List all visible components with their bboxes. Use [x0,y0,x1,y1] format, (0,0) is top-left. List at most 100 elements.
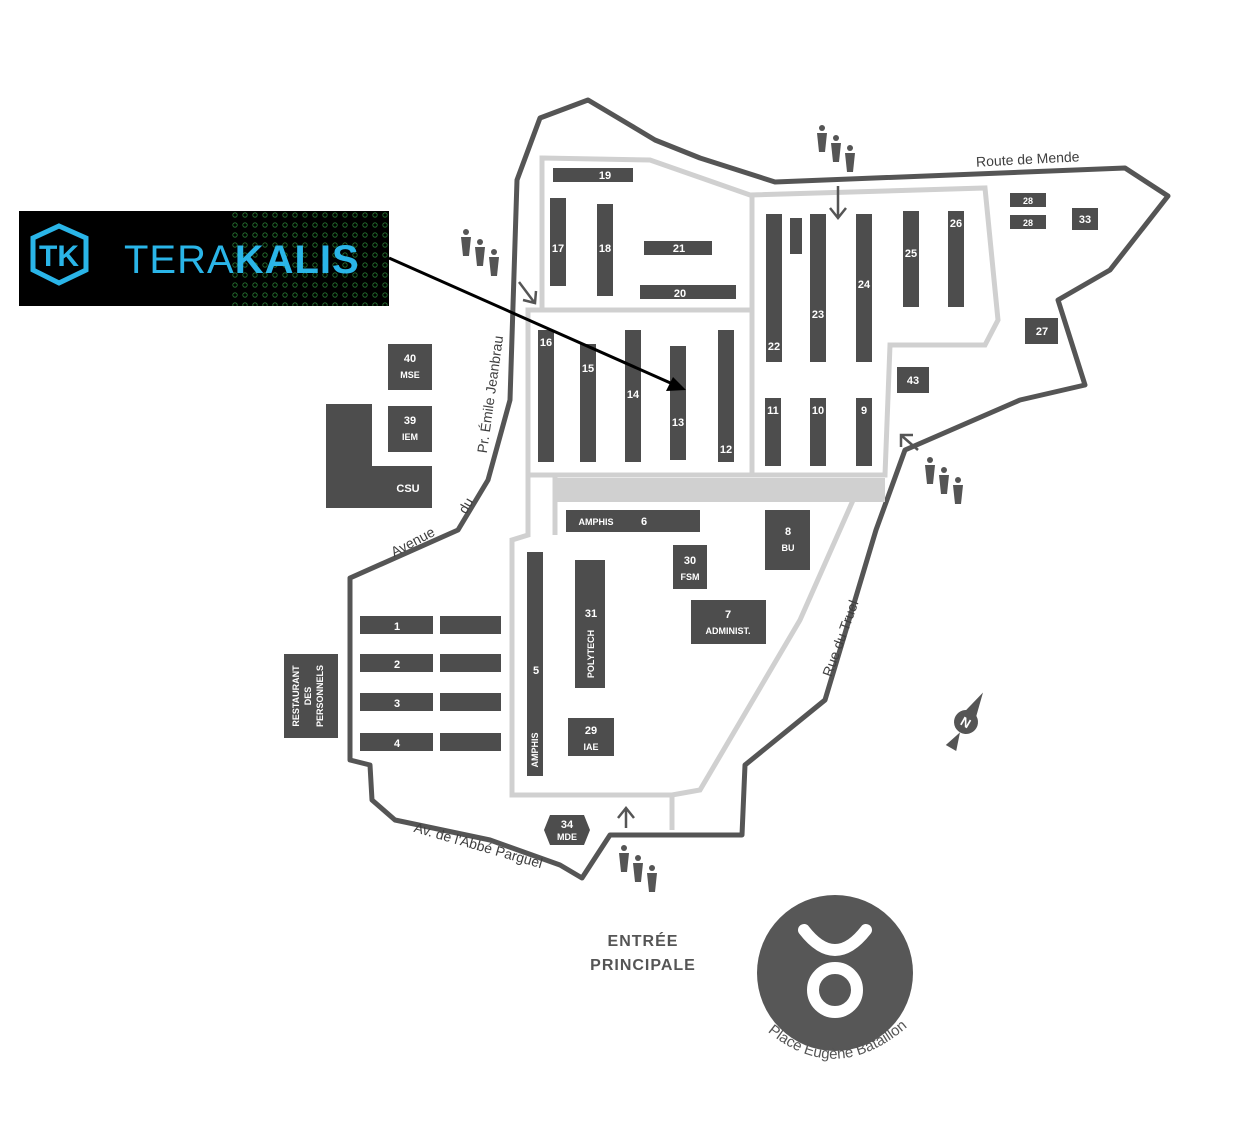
building-17 [550,198,566,286]
building-11 [765,398,781,466]
label-7: 7 [725,609,731,621]
building-10 [810,398,826,466]
building-19 [553,168,633,182]
label-29: 29 [585,725,597,737]
logo-wordmark: TERAKALIS [124,238,360,282]
building-8 [765,510,810,570]
building-16 [538,330,554,462]
label-24: 24 [858,279,871,291]
hexagon-logo-icon [30,223,89,286]
label-39: 39 [404,415,416,427]
label-8-name: BU [782,543,795,553]
label-12: 12 [720,444,732,456]
building-23 [810,214,826,362]
label-8: 8 [785,526,791,538]
pedestrian-icons [461,125,963,892]
label-3: 3 [394,698,400,710]
pedestrians-south-icon [619,845,657,892]
label-26: 26 [950,218,962,230]
road-labels: Route de Mende Avenue du Pr. Émile Jeanb… [388,148,1080,871]
road-abbe: Av. de l'Abbé Parguel [412,819,544,871]
building-labels: 19 17 18 21 20 16 15 14 13 12 22 23 24 2… [291,170,1091,842]
label-30-name: FSM [681,572,700,582]
building-12 [718,330,734,462]
building-9 [856,398,872,466]
label-40: 40 [404,353,416,365]
building-20 [640,285,736,299]
label-31: 31 [585,608,597,620]
label-34-name: MDE [557,832,577,842]
building-26 [948,211,964,307]
label-29-name: IAE [583,742,598,752]
building-restaurant [284,654,338,738]
building-39 [388,406,432,452]
pedestrians-west-icon [461,229,499,276]
building-30 [673,545,707,589]
label-7-name: ADMINIST. [706,626,751,636]
north-compass-icon: N [945,692,983,751]
building-21 [644,241,712,255]
building-15 [580,344,596,462]
road-du: du [455,495,477,516]
building-25 [903,211,919,307]
building-7 [691,600,766,644]
label-27: 27 [1036,326,1048,338]
label-18: 18 [599,243,611,255]
building-31 [575,560,605,688]
label-28a: 28 [1023,196,1033,206]
label-9: 9 [861,405,867,417]
building-43 [897,367,929,393]
building-annex [790,218,802,254]
label-13: 13 [672,417,684,429]
building-18 [597,204,613,296]
central-plaza [555,478,885,502]
pedestrians-east-icon [925,457,963,504]
label-amphis-6: AMPHIS [578,517,613,527]
building-29 [568,718,614,756]
building-1b [440,616,501,634]
building-33 [1072,208,1098,230]
pedestrians-north-icon [817,125,855,172]
label-5: 5 [533,665,539,677]
label-2: 2 [394,659,400,671]
entrance-line2: PRINCIPALE [590,957,696,974]
label-restaurant-2: DES [303,687,313,706]
buildings [284,168,1098,845]
building-3b [440,693,501,711]
building-4b [440,733,501,751]
label-39-name: IEM [402,432,418,442]
label-6: 6 [641,516,647,528]
label-17: 17 [552,243,564,255]
building-4 [360,733,433,751]
building-2 [360,654,433,672]
building-csu [326,404,432,508]
label-25: 25 [905,248,917,260]
terakalis-logo: TK TERAKALIS [19,211,389,306]
label-1: 1 [394,621,400,633]
building-34 [544,815,590,845]
building-1 [360,616,433,634]
label-csu: CSU [396,483,419,495]
logo-mark: TK [39,240,79,273]
campus-perimeter [347,97,1171,881]
label-34: 34 [561,819,574,831]
label-15: 15 [582,363,594,375]
label-40-name: MSE [400,370,420,380]
label-21: 21 [673,243,685,255]
label-14: 14 [627,389,640,401]
label-19: 19 [599,170,611,182]
label-30: 30 [684,555,696,567]
road-truel: Rue du Truel [819,598,861,679]
building-28b [1010,215,1046,229]
place-bataillon-logo: Place Eugène Bataillon [757,895,913,1063]
label-28b: 28 [1023,218,1033,228]
label-16: 16 [540,337,552,349]
label-33: 33 [1079,214,1091,226]
building-28a [1010,193,1046,207]
building-2b [440,654,501,672]
label-11: 11 [767,405,779,417]
label-restaurant-3: PERSONNELS [315,665,325,727]
entrance-arrows [518,186,919,828]
label-10: 10 [812,405,824,417]
